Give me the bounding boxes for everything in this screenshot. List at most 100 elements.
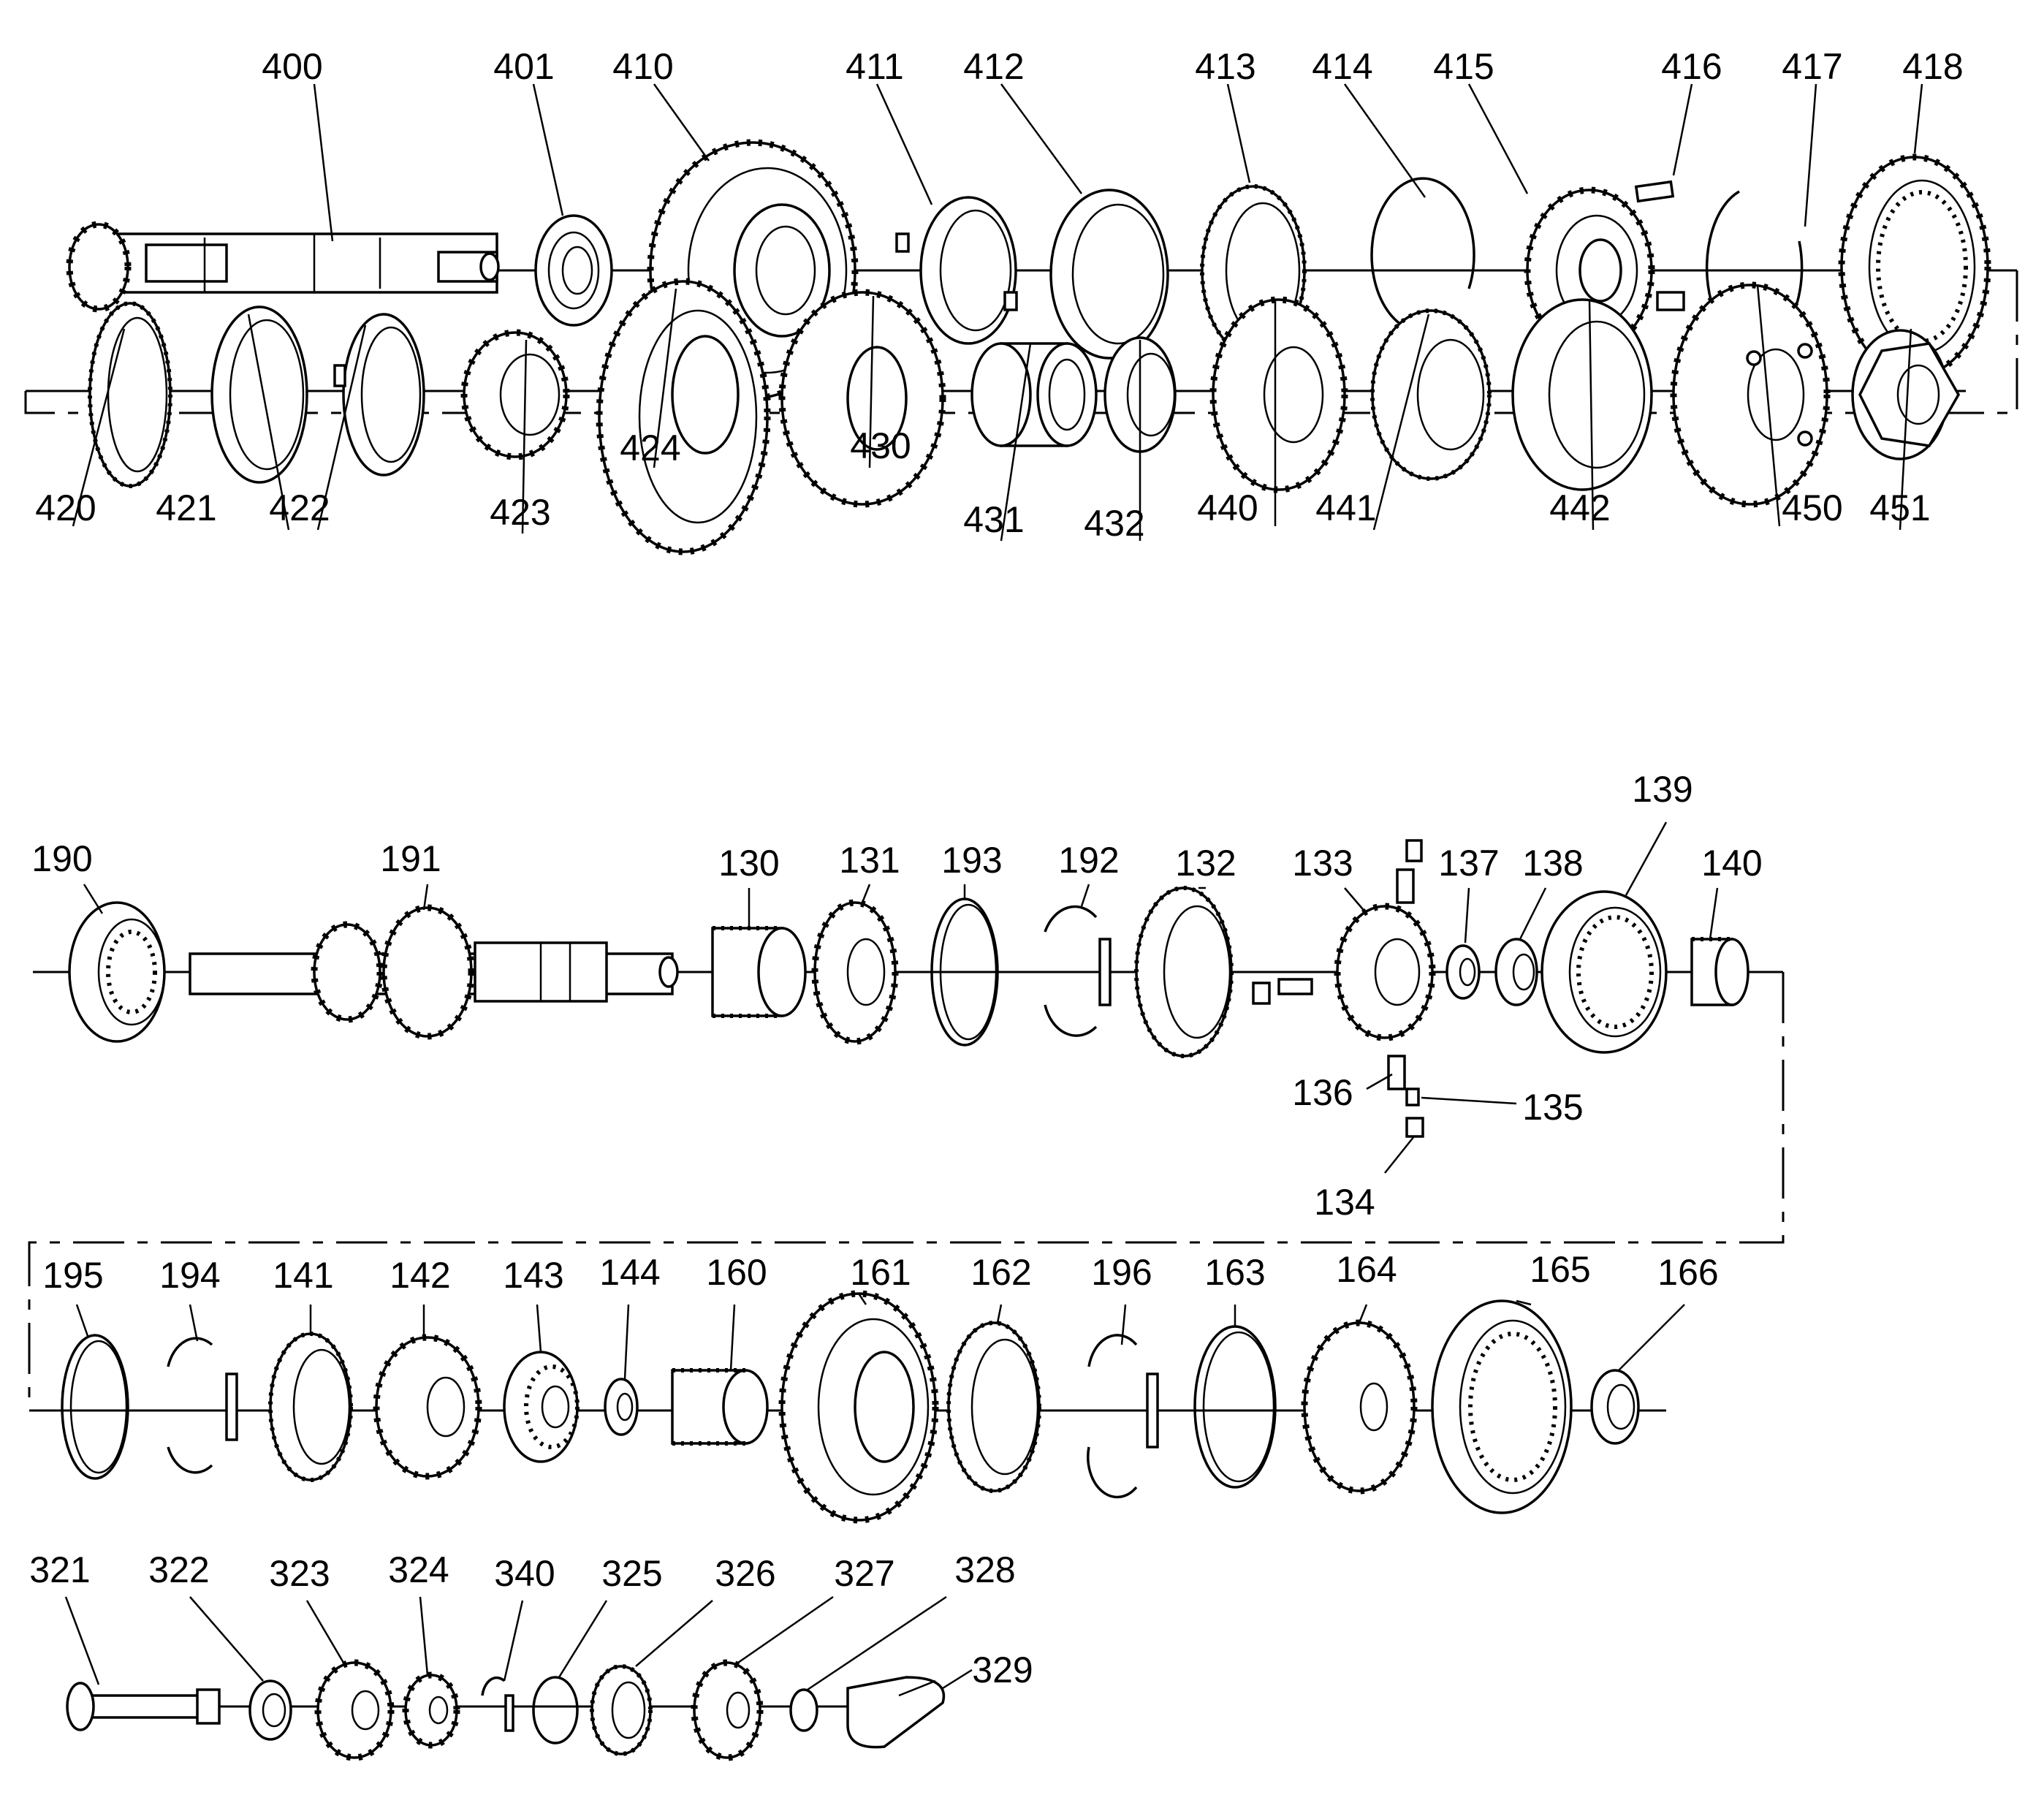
part-label-451: 451 xyxy=(1869,487,1930,528)
part-label-194: 194 xyxy=(159,1255,220,1296)
part-label-422: 422 xyxy=(269,487,330,528)
gear-440 xyxy=(1209,296,1348,493)
synchronizer-hub-133 xyxy=(1252,839,1436,1138)
part-label-323: 323 xyxy=(269,1553,330,1594)
part-label-144: 144 xyxy=(599,1252,660,1293)
part-label-420: 420 xyxy=(35,487,96,528)
synchro-326 xyxy=(590,1664,653,1756)
part-label-412: 412 xyxy=(963,46,1024,87)
synchronizer-ring-132 xyxy=(1134,886,1234,1058)
helical-gear-424 xyxy=(596,278,771,555)
clip-328 xyxy=(789,1688,818,1732)
bearing-190 xyxy=(68,901,166,1043)
part-label-137: 137 xyxy=(1438,843,1499,884)
part-label-418: 418 xyxy=(1902,46,1963,87)
part-label-130: 130 xyxy=(718,843,779,884)
part-label-192: 192 xyxy=(1058,840,1119,881)
part-label-415: 415 xyxy=(1433,46,1494,87)
sleeve-139 xyxy=(1540,890,1668,1054)
part-label-162: 162 xyxy=(970,1252,1031,1293)
part-label-417: 417 xyxy=(1782,46,1842,87)
washer-137 xyxy=(1445,944,1481,1000)
row2-parts xyxy=(88,278,1961,555)
row3-row4-connector xyxy=(28,972,1785,1411)
part-label-135: 135 xyxy=(1522,1087,1583,1128)
part-label-133: 133 xyxy=(1292,843,1353,884)
part-label-411: 411 xyxy=(846,46,904,87)
row3-parts xyxy=(68,839,1749,1138)
blocker-ring-411 xyxy=(895,196,1018,345)
part-label-191: 191 xyxy=(380,838,441,879)
row5-parts xyxy=(66,1659,946,1761)
part-label-163: 163 xyxy=(1204,1252,1265,1293)
part-label-414: 414 xyxy=(1312,46,1372,87)
input-bearing xyxy=(534,214,613,327)
part-label-410: 410 xyxy=(612,46,673,87)
part-label-401: 401 xyxy=(493,46,554,87)
part-number-labels: 400 401 410 411 412 413 414 415 416 417 … xyxy=(29,46,1963,1690)
part-label-416: 416 xyxy=(1661,46,1722,87)
washer-144 xyxy=(604,1378,639,1436)
input-shaft xyxy=(66,221,500,313)
part-label-142: 142 xyxy=(390,1255,450,1296)
part-label-166: 166 xyxy=(1657,1252,1718,1293)
gear-450 xyxy=(1670,281,1831,508)
bearing-441 xyxy=(1370,308,1492,481)
spacer-sleeve-431 xyxy=(970,342,1098,447)
part-label-329: 329 xyxy=(972,1649,1033,1690)
part-label-136: 136 xyxy=(1292,1072,1353,1113)
part-label-421: 421 xyxy=(156,487,216,528)
part-label-131: 131 xyxy=(839,840,900,881)
gear-324 xyxy=(402,1671,460,1749)
snap-ring-166 xyxy=(1590,1369,1640,1445)
part-label-431: 431 xyxy=(963,499,1024,540)
part-label-322: 322 xyxy=(148,1549,209,1590)
snap-ring-138 xyxy=(1494,938,1538,1006)
part-label-321: 321 xyxy=(29,1549,90,1590)
part-label-160: 160 xyxy=(706,1252,767,1293)
cover-329 xyxy=(846,1676,946,1749)
part-label-138: 138 xyxy=(1522,843,1583,884)
part-label-400: 400 xyxy=(262,46,322,87)
cone-ring-421 xyxy=(210,305,308,484)
gear-142 xyxy=(373,1334,482,1480)
ring-163 xyxy=(1193,1325,1277,1489)
gear-131 xyxy=(811,899,899,1045)
gear-161 xyxy=(778,1290,939,1524)
part-label-326: 326 xyxy=(715,1553,775,1594)
part-label-440: 440 xyxy=(1197,487,1258,528)
synchronizer-sleeve-418 xyxy=(1838,153,1991,380)
bearing-cup-442 xyxy=(1511,298,1653,491)
part-label-325: 325 xyxy=(601,1553,662,1594)
bearing-143 xyxy=(503,1351,580,1463)
split-ring-340 xyxy=(481,1676,514,1732)
part-label-413: 413 xyxy=(1195,46,1255,87)
sleeve-165 xyxy=(1431,1299,1573,1514)
part-label-164: 164 xyxy=(1336,1249,1397,1290)
split-ring-196 xyxy=(1087,1334,1159,1499)
part-label-324: 324 xyxy=(388,1549,449,1590)
synchronizer-keys-416 xyxy=(1634,180,1685,311)
gear-327 xyxy=(691,1659,764,1761)
part-label-340: 340 xyxy=(494,1553,555,1594)
split-ring-194 xyxy=(167,1337,238,1474)
row1-row2-connector xyxy=(24,270,2018,414)
leader-lines xyxy=(64,83,1923,1691)
blocker-ring-422 xyxy=(333,313,425,477)
part-label-139: 139 xyxy=(1632,769,1692,810)
washer-322 xyxy=(248,1679,292,1741)
shift-shaft-321 xyxy=(66,1682,221,1731)
needle-bearing-130 xyxy=(711,926,807,1018)
part-label-432: 432 xyxy=(1084,503,1144,544)
part-label-430: 430 xyxy=(850,425,911,466)
part-label-141: 141 xyxy=(273,1255,333,1296)
part-label-140: 140 xyxy=(1701,843,1762,884)
synchronizer-ring-162 xyxy=(946,1321,1041,1493)
bearing-140 xyxy=(1690,937,1749,1006)
part-label-424: 424 xyxy=(620,428,680,468)
part-label-423: 423 xyxy=(490,492,550,533)
part-label-190: 190 xyxy=(31,838,92,879)
part-label-195: 195 xyxy=(42,1255,103,1296)
gear-323 xyxy=(314,1659,395,1761)
